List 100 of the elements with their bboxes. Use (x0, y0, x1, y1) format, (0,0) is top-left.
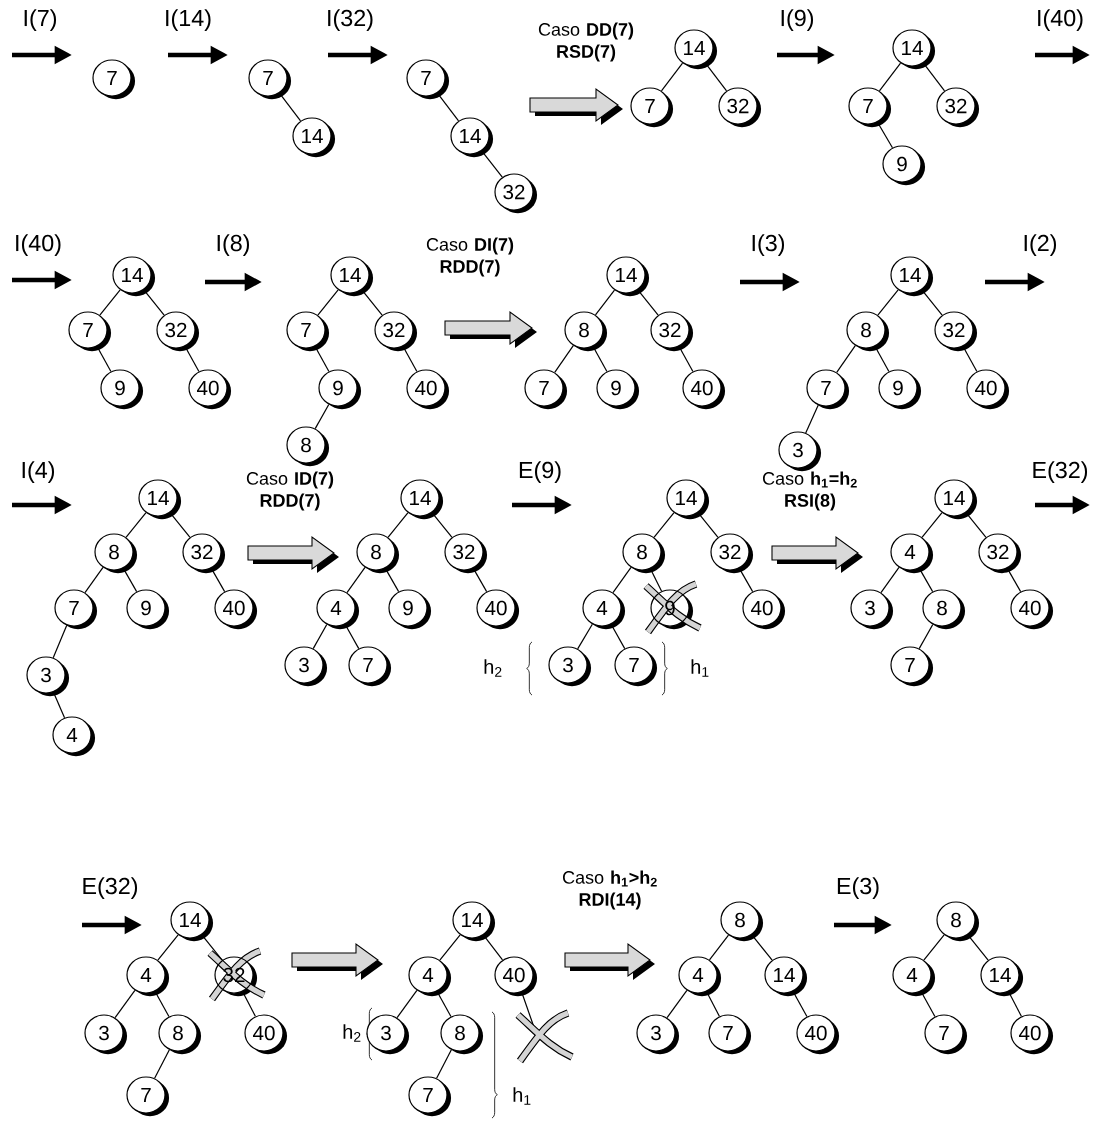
tree-node: 32 (374, 311, 418, 352)
tree-node: 40 (244, 1014, 288, 1055)
block-arrow (529, 87, 623, 125)
tree-node: 40 (476, 589, 520, 630)
tree-node: 8 (158, 1014, 202, 1055)
tree-edge (878, 62, 902, 92)
tree-node: 8 (440, 1014, 484, 1055)
tree-edge (666, 989, 688, 1019)
tree-edge (431, 512, 453, 538)
tree-node: 14 (934, 479, 978, 520)
tree-node: 8 (94, 533, 138, 574)
operation-label: I(4) (22, 461, 55, 483)
rotation-caption: Caso DI(7) RDD(7) (426, 237, 514, 277)
block-arrow (564, 942, 655, 980)
tree-edge (99, 289, 121, 316)
tree-node: 14 (892, 29, 936, 70)
tree-node: 40 (494, 956, 538, 997)
tree-node: 40 (742, 589, 786, 630)
tree-node: 3 (850, 589, 894, 630)
tree-node: 40 (682, 369, 726, 410)
tree-node: 32 (710, 533, 754, 574)
tree-node: 14 (450, 117, 494, 158)
tree-edge (439, 934, 461, 961)
tree-edge (653, 512, 675, 538)
tree-node: 9 (882, 145, 926, 186)
tree-edge (708, 934, 730, 961)
height-label: h$_{2}$ (343, 1024, 361, 1042)
tree-node: 14 (112, 256, 156, 297)
tree-node: 4 (582, 589, 626, 630)
tree-node: 9 (318, 369, 362, 410)
tree-node: 4 (316, 589, 360, 630)
tree-node: 4 (678, 956, 722, 997)
tree-node: 7 (890, 646, 934, 687)
tree-edge (637, 289, 659, 316)
tree-node: 3 (366, 1014, 410, 1055)
tree-node: 14 (330, 256, 374, 297)
tree-node: 14 (138, 479, 182, 520)
tree-edge (594, 289, 616, 316)
block-arrow (247, 535, 339, 573)
operation-label: I(3) (752, 234, 785, 256)
tree-node: 14 (890, 256, 934, 297)
tree-node: 9 (878, 369, 922, 410)
tree-node: 9 (100, 369, 144, 410)
tree-node: 40 (406, 369, 450, 410)
tree-node: 9 (596, 369, 640, 410)
tree-edge (612, 566, 632, 594)
operation-label: I(14) (166, 9, 211, 31)
tree-edge (577, 623, 593, 650)
tree-node: 3 (26, 656, 70, 697)
tree-node: 8 (356, 533, 400, 574)
tree-node: 7 (924, 1014, 968, 1055)
height-label: h$_{2}$ (484, 659, 502, 677)
rotation-caption: Caso h$_{1}$=h$_{2}$ RSI(8) (763, 471, 857, 511)
tree-node: 3 (284, 646, 328, 687)
tree-edge (965, 512, 987, 538)
tree-node: 7 (806, 369, 850, 410)
tree-node: 14 (674, 29, 718, 70)
tree-node: 32 (182, 533, 226, 574)
rotation-caption: Caso DD(7) RSD(7) (538, 22, 634, 62)
tree-node: 14 (980, 956, 1024, 997)
tree-node: 8 (622, 533, 666, 574)
tree-edge (52, 624, 68, 659)
tree-edge (660, 62, 684, 92)
tree-node: 9 (126, 589, 170, 630)
tree-node: 7 (524, 369, 568, 410)
tree-node: 8 (846, 311, 890, 352)
operation-label: E(3) (837, 877, 879, 899)
tree-node: 7 (68, 311, 112, 352)
tree-edge (880, 566, 900, 594)
tree-node: 4 (408, 956, 452, 997)
tree-node: 40 (214, 589, 258, 630)
tree-edge (751, 934, 773, 961)
operation-label: I(2) (1024, 234, 1057, 256)
tree-edge (346, 566, 366, 594)
operation-label: I(40) (1038, 9, 1083, 31)
operation-label: E(32) (83, 877, 138, 899)
tree-node: 4 (126, 956, 170, 997)
tree-edge (967, 934, 989, 961)
tree-edge (805, 404, 819, 434)
tree-node: 40 (188, 369, 232, 410)
tree-edge (84, 566, 104, 594)
block-arrow (444, 310, 537, 348)
operation-label: I(7) (24, 9, 57, 31)
tree-node: 3 (84, 1014, 128, 1055)
tree-node: 14 (292, 117, 336, 158)
tree-edge (921, 289, 943, 316)
tree-edge (877, 289, 899, 316)
tree-node: 4 (890, 533, 934, 574)
tree-node: 7 (54, 589, 98, 630)
operation-label: E(9) (519, 461, 561, 483)
tree-node: 7 (614, 646, 658, 687)
tree-edge (836, 344, 856, 374)
block-arrow (771, 535, 863, 573)
tree-edge (387, 512, 409, 538)
tree-node: 7 (126, 1076, 170, 1117)
tree-node: 7 (406, 59, 450, 100)
block-arrow (291, 942, 383, 980)
tree-node: 7 (708, 1014, 752, 1055)
tree-node: 40 (796, 1014, 840, 1055)
tree-node: 32 (718, 87, 762, 128)
